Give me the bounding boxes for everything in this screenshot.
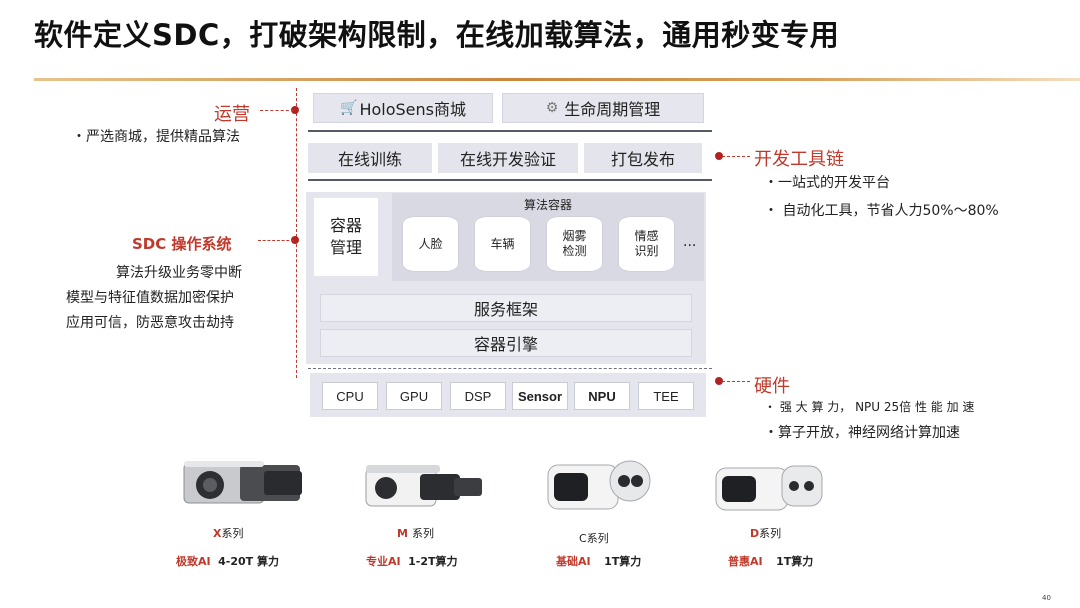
camera-c-image xyxy=(544,455,654,517)
vertical-connector xyxy=(296,88,297,378)
algo-label: 人脸 xyxy=(418,236,443,251)
power-label: 1T算力 xyxy=(604,555,642,568)
lifecycle-mgmt-tile[interactable]: ⚙ 生命周期管理 xyxy=(502,93,704,123)
series-suffix: 系列 xyxy=(411,527,434,540)
hardware-label: 硬件 xyxy=(754,376,790,397)
hw-note-1: ・ 强 大 算 力， NPU 25倍 性 能 加 速 xyxy=(764,400,975,414)
os-note-1: 算法升级业务零中断 xyxy=(116,265,242,281)
holosens-store-tile[interactable]: 🛒 HoloSens商城 xyxy=(313,93,493,123)
hw-npu[interactable]: NPU xyxy=(574,382,630,410)
camera-m-image xyxy=(362,460,487,515)
dev-toolchain-label: 开发工具链 xyxy=(754,149,844,170)
service-framework-tile[interactable]: 服务框架 xyxy=(320,294,692,322)
hw-label: CPU xyxy=(336,388,364,404)
dev-connector-line xyxy=(722,156,750,157)
series-suffix: 系列 xyxy=(759,527,782,540)
architecture-diagram: 🛒 HoloSens商城 ⚙ 生命周期管理 在线训练 在线开发验证 打包发布 容… xyxy=(296,88,720,428)
gear-icon: ⚙ xyxy=(545,100,559,116)
os-note-3: 应用可信，防恶意攻击劫持 xyxy=(66,315,234,331)
container-engine-label: 容器引擎 xyxy=(473,335,538,354)
tier-label: 基础AI xyxy=(556,555,591,568)
hw-gpu[interactable]: GPU xyxy=(386,382,442,410)
hw-label: TEE xyxy=(653,388,679,404)
tier-label: 专业AI xyxy=(366,555,401,568)
algo-label: 情感 识别 xyxy=(634,229,659,258)
algo-face[interactable]: 人脸 xyxy=(402,216,459,272)
service-framework-label: 服务框架 xyxy=(473,300,538,319)
dev-tile-label: 在线训练 xyxy=(337,150,402,169)
ops-note: ・严选商城，提供精品算法 xyxy=(72,129,240,145)
camera-c-series: C系列 xyxy=(579,530,609,546)
lifecycle-mgmt-label: 生命周期管理 xyxy=(564,100,661,119)
hw-sensor[interactable]: Sensor xyxy=(512,382,568,410)
tier-label: 极致AI xyxy=(176,555,211,568)
series-letter: X xyxy=(213,527,222,540)
series-suffix: 系列 xyxy=(586,532,609,545)
hw-label: Sensor xyxy=(517,388,563,404)
ops-connector-line xyxy=(260,110,294,111)
dev-os-separator xyxy=(308,179,712,181)
holosens-store-label: HoloSens商城 xyxy=(359,100,466,119)
power-label: 4-20T 算力 xyxy=(218,555,279,568)
power-label: 1-2T算力 xyxy=(408,555,458,568)
dev-note-1: ・一站式的开发平台 xyxy=(764,175,890,191)
camera-x-image xyxy=(180,455,305,515)
camera-c-spec: 基础AI 1T算力 xyxy=(556,553,641,569)
ops-label: 运营 xyxy=(214,104,250,125)
slide-title: 软件定义SDC，打破架构限制，在线加载算法，通用秒变专用 xyxy=(34,18,840,52)
container-engine-tile[interactable]: 容器引擎 xyxy=(320,329,692,357)
title-divider xyxy=(34,78,1080,81)
algo-smoke-detection[interactable]: 烟雾 检测 xyxy=(546,216,603,272)
ops-connector-dot xyxy=(291,106,299,114)
dev-tile-packaging[interactable]: 打包发布 xyxy=(584,143,702,173)
page-number: 40 xyxy=(1042,594,1051,602)
os-connector-dot xyxy=(291,236,299,244)
container-mgmt-tile[interactable]: 容器 管理 xyxy=(314,198,378,276)
os-connector-line xyxy=(258,240,294,241)
hw-connector-line xyxy=(722,381,750,382)
algo-label: 车辆 xyxy=(490,236,515,251)
camera-d-spec: 普惠AI 1T算力 xyxy=(728,553,813,569)
camera-m-spec: 专业AI 1-2T算力 xyxy=(366,553,458,569)
series-letter: M xyxy=(397,527,408,540)
hw-label: NPU xyxy=(588,388,616,404)
hw-tee[interactable]: TEE xyxy=(638,382,694,410)
algo-container-title: 算法容器 xyxy=(523,198,572,212)
dev-tile-label: 打包发布 xyxy=(610,150,675,169)
algo-more: ... xyxy=(683,234,697,250)
os-hw-separator xyxy=(308,368,712,369)
algo-vehicle[interactable]: 车辆 xyxy=(474,216,531,272)
series-suffix: 系列 xyxy=(221,527,244,540)
camera-d-series: D系列 xyxy=(750,525,781,541)
series-letter: C xyxy=(579,532,587,545)
camera-x-series: X系列 xyxy=(213,525,243,541)
os-label: SDC 操作系统 xyxy=(132,235,232,253)
algo-label: 烟雾 检测 xyxy=(562,229,587,258)
container-mgmt-label: 容器 管理 xyxy=(329,216,362,257)
hw-cpu[interactable]: CPU xyxy=(322,382,378,410)
store-icon: 🛒 xyxy=(340,100,358,116)
dev-tile-label: 在线开发验证 xyxy=(459,150,556,169)
dev-connector-dot xyxy=(715,152,723,160)
dev-tile-training[interactable]: 在线训练 xyxy=(308,143,432,173)
os-note-2: 模型与特征值数据加密保护 xyxy=(66,290,234,306)
dev-tile-validation[interactable]: 在线开发验证 xyxy=(438,143,578,173)
tier-label: 普惠AI xyxy=(728,555,763,568)
camera-d-image xyxy=(712,458,827,518)
power-label: 1T算力 xyxy=(776,555,814,568)
ops-dev-separator xyxy=(308,130,712,132)
hw-label: DSP xyxy=(464,388,492,404)
series-letter: D xyxy=(750,527,760,540)
camera-x-spec: 极致AI 4-20T 算力 xyxy=(176,553,279,569)
dev-note-2: ・ 自动化工具，节省人力50%～80% xyxy=(764,203,999,219)
hw-dsp[interactable]: DSP xyxy=(450,382,506,410)
hw-label: GPU xyxy=(399,388,429,404)
algo-emotion-recognition[interactable]: 情感 识别 xyxy=(618,216,675,272)
hw-note-2: ・算子开放，神经网络计算加速 xyxy=(764,425,960,441)
hw-connector-dot xyxy=(715,377,723,385)
